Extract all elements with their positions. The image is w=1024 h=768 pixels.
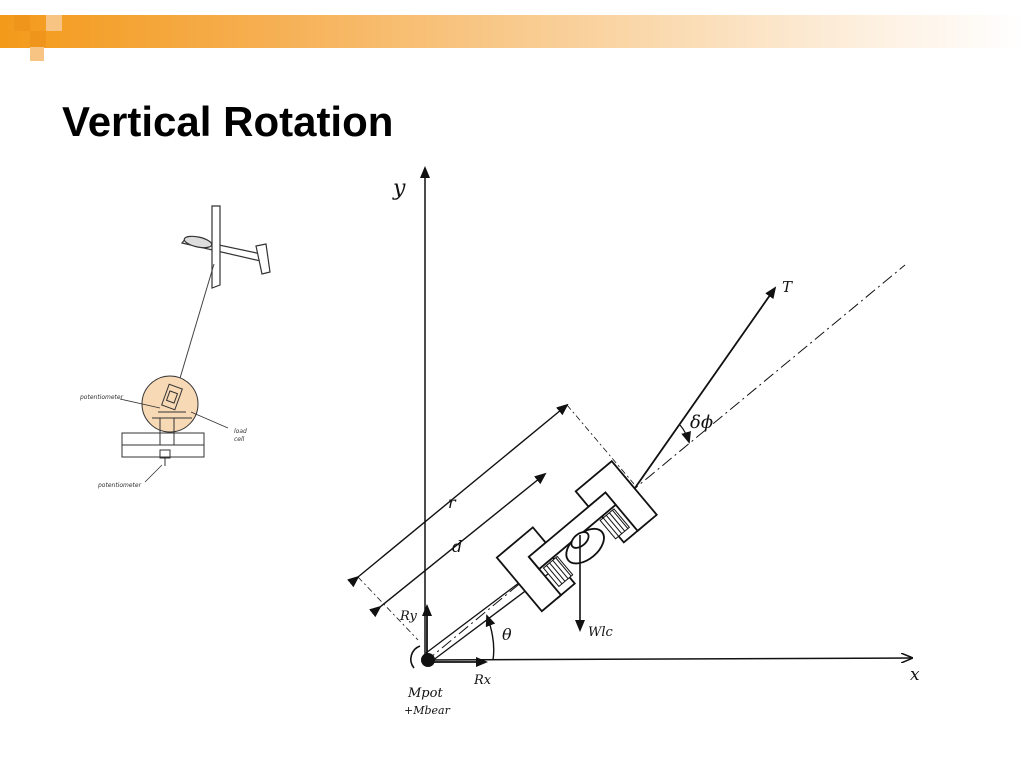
weight-label: Wlc — [588, 625, 614, 640]
delta-phi-arc — [679, 424, 691, 444]
label-potentiometer-top: potentiometer — [79, 394, 124, 401]
label-potentiometer-bottom: potentiometer — [97, 482, 142, 489]
corner-square-4 — [30, 47, 44, 61]
tether-line — [174, 263, 215, 396]
theta-arc — [485, 614, 496, 661]
rx-label: Rx — [473, 673, 492, 688]
load-cell-body — [495, 459, 659, 613]
tension-arrow — [634, 286, 777, 489]
x-axis-label: x — [910, 665, 920, 685]
pivot — [421, 653, 435, 667]
load-cell-mechanism — [152, 383, 192, 419]
mbear-label: +Mbear — [404, 704, 451, 717]
center-line — [424, 264, 906, 663]
label-cell: cell — [234, 436, 245, 443]
test-stand — [121, 418, 205, 466]
dimension-d-label: d — [452, 537, 462, 556]
slide-title: Vertical Rotation — [62, 98, 394, 145]
header-bar — [0, 15, 1024, 48]
corner-square-1 — [14, 15, 30, 31]
ry-label: Ry — [399, 609, 418, 624]
tension-label: T — [782, 278, 793, 296]
delta-phi-label: δϕ — [690, 412, 713, 433]
label-load: load — [234, 428, 247, 435]
y-axis-label: y — [392, 176, 406, 201]
dimension-r-label: r — [448, 493, 457, 512]
corner-square-3 — [46, 15, 62, 31]
dimension-d — [369, 472, 547, 618]
moment-arc — [410, 645, 421, 669]
mpot-label: Mpot — [407, 686, 443, 701]
theta-label: θ — [502, 625, 512, 644]
corner-square-2 — [30, 31, 46, 47]
glider-icon — [180, 205, 271, 289]
x-axis — [424, 658, 912, 660]
